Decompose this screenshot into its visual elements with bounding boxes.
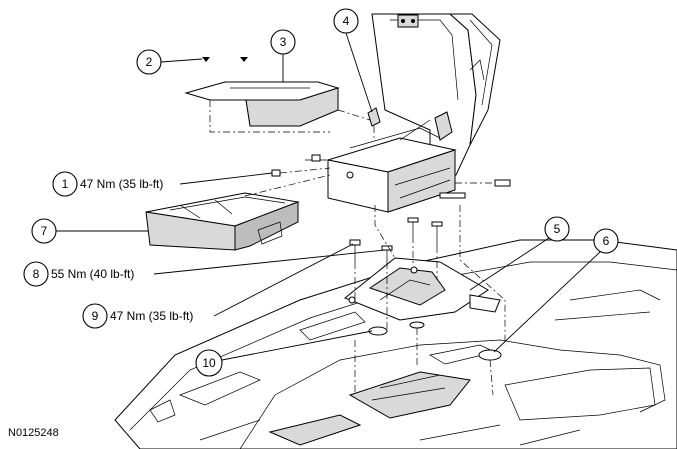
- callout-number-1: 1: [62, 177, 69, 191]
- callout-10: 10: [195, 330, 373, 377]
- callout-circle-9: [82, 303, 108, 329]
- callout-number-4: 4: [343, 14, 350, 28]
- bolt-47nm-lower: [349, 239, 361, 262]
- seat-back: [371, 13, 501, 186]
- callout-circle-5: [544, 216, 570, 242]
- bolt-right: [439, 179, 511, 199]
- callout-1: 1 47 Nm (35 lb-ft): [52, 171, 273, 197]
- callout-5: 5: [469, 216, 570, 291]
- cover-tray: [184, 81, 371, 133]
- clip: [367, 107, 381, 140]
- callout-8: 8 55 Nm (40 lb-ft): [23, 249, 386, 287]
- bolts-47nm-upper: [271, 154, 321, 177]
- alignment-lines: [244, 167, 506, 396]
- torque-label-1: 47 Nm (35 lb-ft): [80, 177, 163, 191]
- callout-number-9: 9: [92, 309, 99, 323]
- callout-number-2: 2: [146, 55, 153, 69]
- callout-circle-10: [195, 349, 223, 377]
- callout-6: 6: [493, 228, 619, 353]
- callout-7: 7: [31, 218, 148, 244]
- callout-4: 4: [333, 8, 373, 113]
- washers: [368, 321, 502, 361]
- callout-3: 3: [270, 29, 296, 82]
- lower-tray: [145, 192, 300, 251]
- callout-circle-8: [23, 261, 49, 287]
- callout-circle-6: [593, 228, 619, 254]
- callout-2: 2: [136, 49, 203, 75]
- callout-number-8: 8: [33, 267, 40, 281]
- callout-circle-1: [52, 171, 78, 197]
- callout-number-10: 10: [202, 356, 216, 370]
- callout-number-6: 6: [603, 234, 610, 248]
- bolts-55nm: [381, 217, 443, 262]
- torque-label-8: 55 Nm (40 lb-ft): [51, 267, 134, 281]
- console-bin: [327, 119, 457, 213]
- callout-number-3: 3: [280, 35, 287, 49]
- floor-pan: [114, 239, 677, 449]
- callout-9: 9 47 Nm (35 lb-ft): [82, 243, 354, 329]
- figure-id-label: N0125248: [8, 427, 59, 439]
- callout-number-5: 5: [554, 222, 561, 236]
- callout-number-7: 7: [41, 224, 48, 238]
- bracket: [344, 257, 501, 321]
- screws: [202, 57, 248, 62]
- torque-label-9: 47 Nm (35 lb-ft): [110, 309, 193, 323]
